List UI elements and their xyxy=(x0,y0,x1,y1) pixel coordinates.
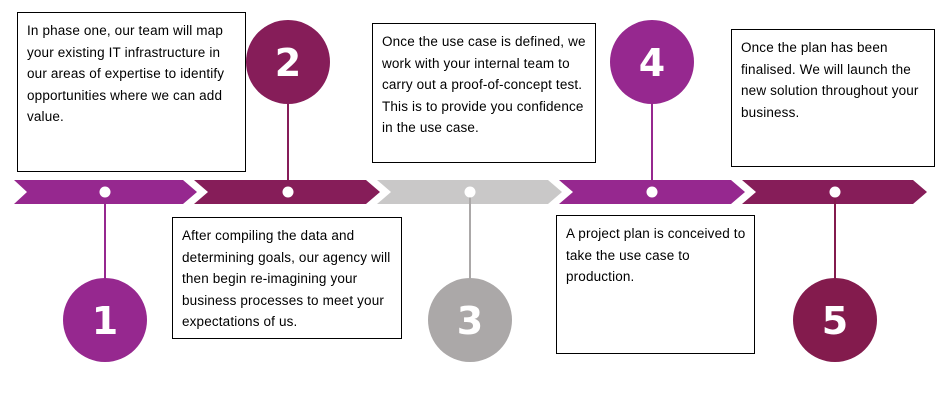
step-number-3: 3 xyxy=(457,299,483,343)
step-2-description: After compiling the data and determining… xyxy=(172,217,402,339)
step-1-description: In phase one, our team will map your exi… xyxy=(17,12,246,172)
step-number-4: 4 xyxy=(639,41,665,85)
step-5-description: Once the plan has been finalised. We wil… xyxy=(731,29,935,167)
step-number-1: 1 xyxy=(92,299,118,343)
step-circle-5 xyxy=(793,278,877,362)
timeline-dot-2 xyxy=(282,186,294,198)
timeline-dot-3 xyxy=(464,186,476,198)
step-circle-4 xyxy=(610,20,694,104)
step-circle-3 xyxy=(428,278,512,362)
timeline-dot-5 xyxy=(829,186,841,198)
step-3-description: Once the use case is defined, we work wi… xyxy=(372,23,596,163)
step-circle-2 xyxy=(246,20,330,104)
timeline-dot-4 xyxy=(646,186,658,198)
step-4-description: A project plan is conceived to take the … xyxy=(556,215,755,354)
step-circle-1 xyxy=(63,278,147,362)
timeline-dot-1 xyxy=(99,186,111,198)
step-number-2: 2 xyxy=(275,41,301,85)
step-number-5: 5 xyxy=(822,299,848,343)
